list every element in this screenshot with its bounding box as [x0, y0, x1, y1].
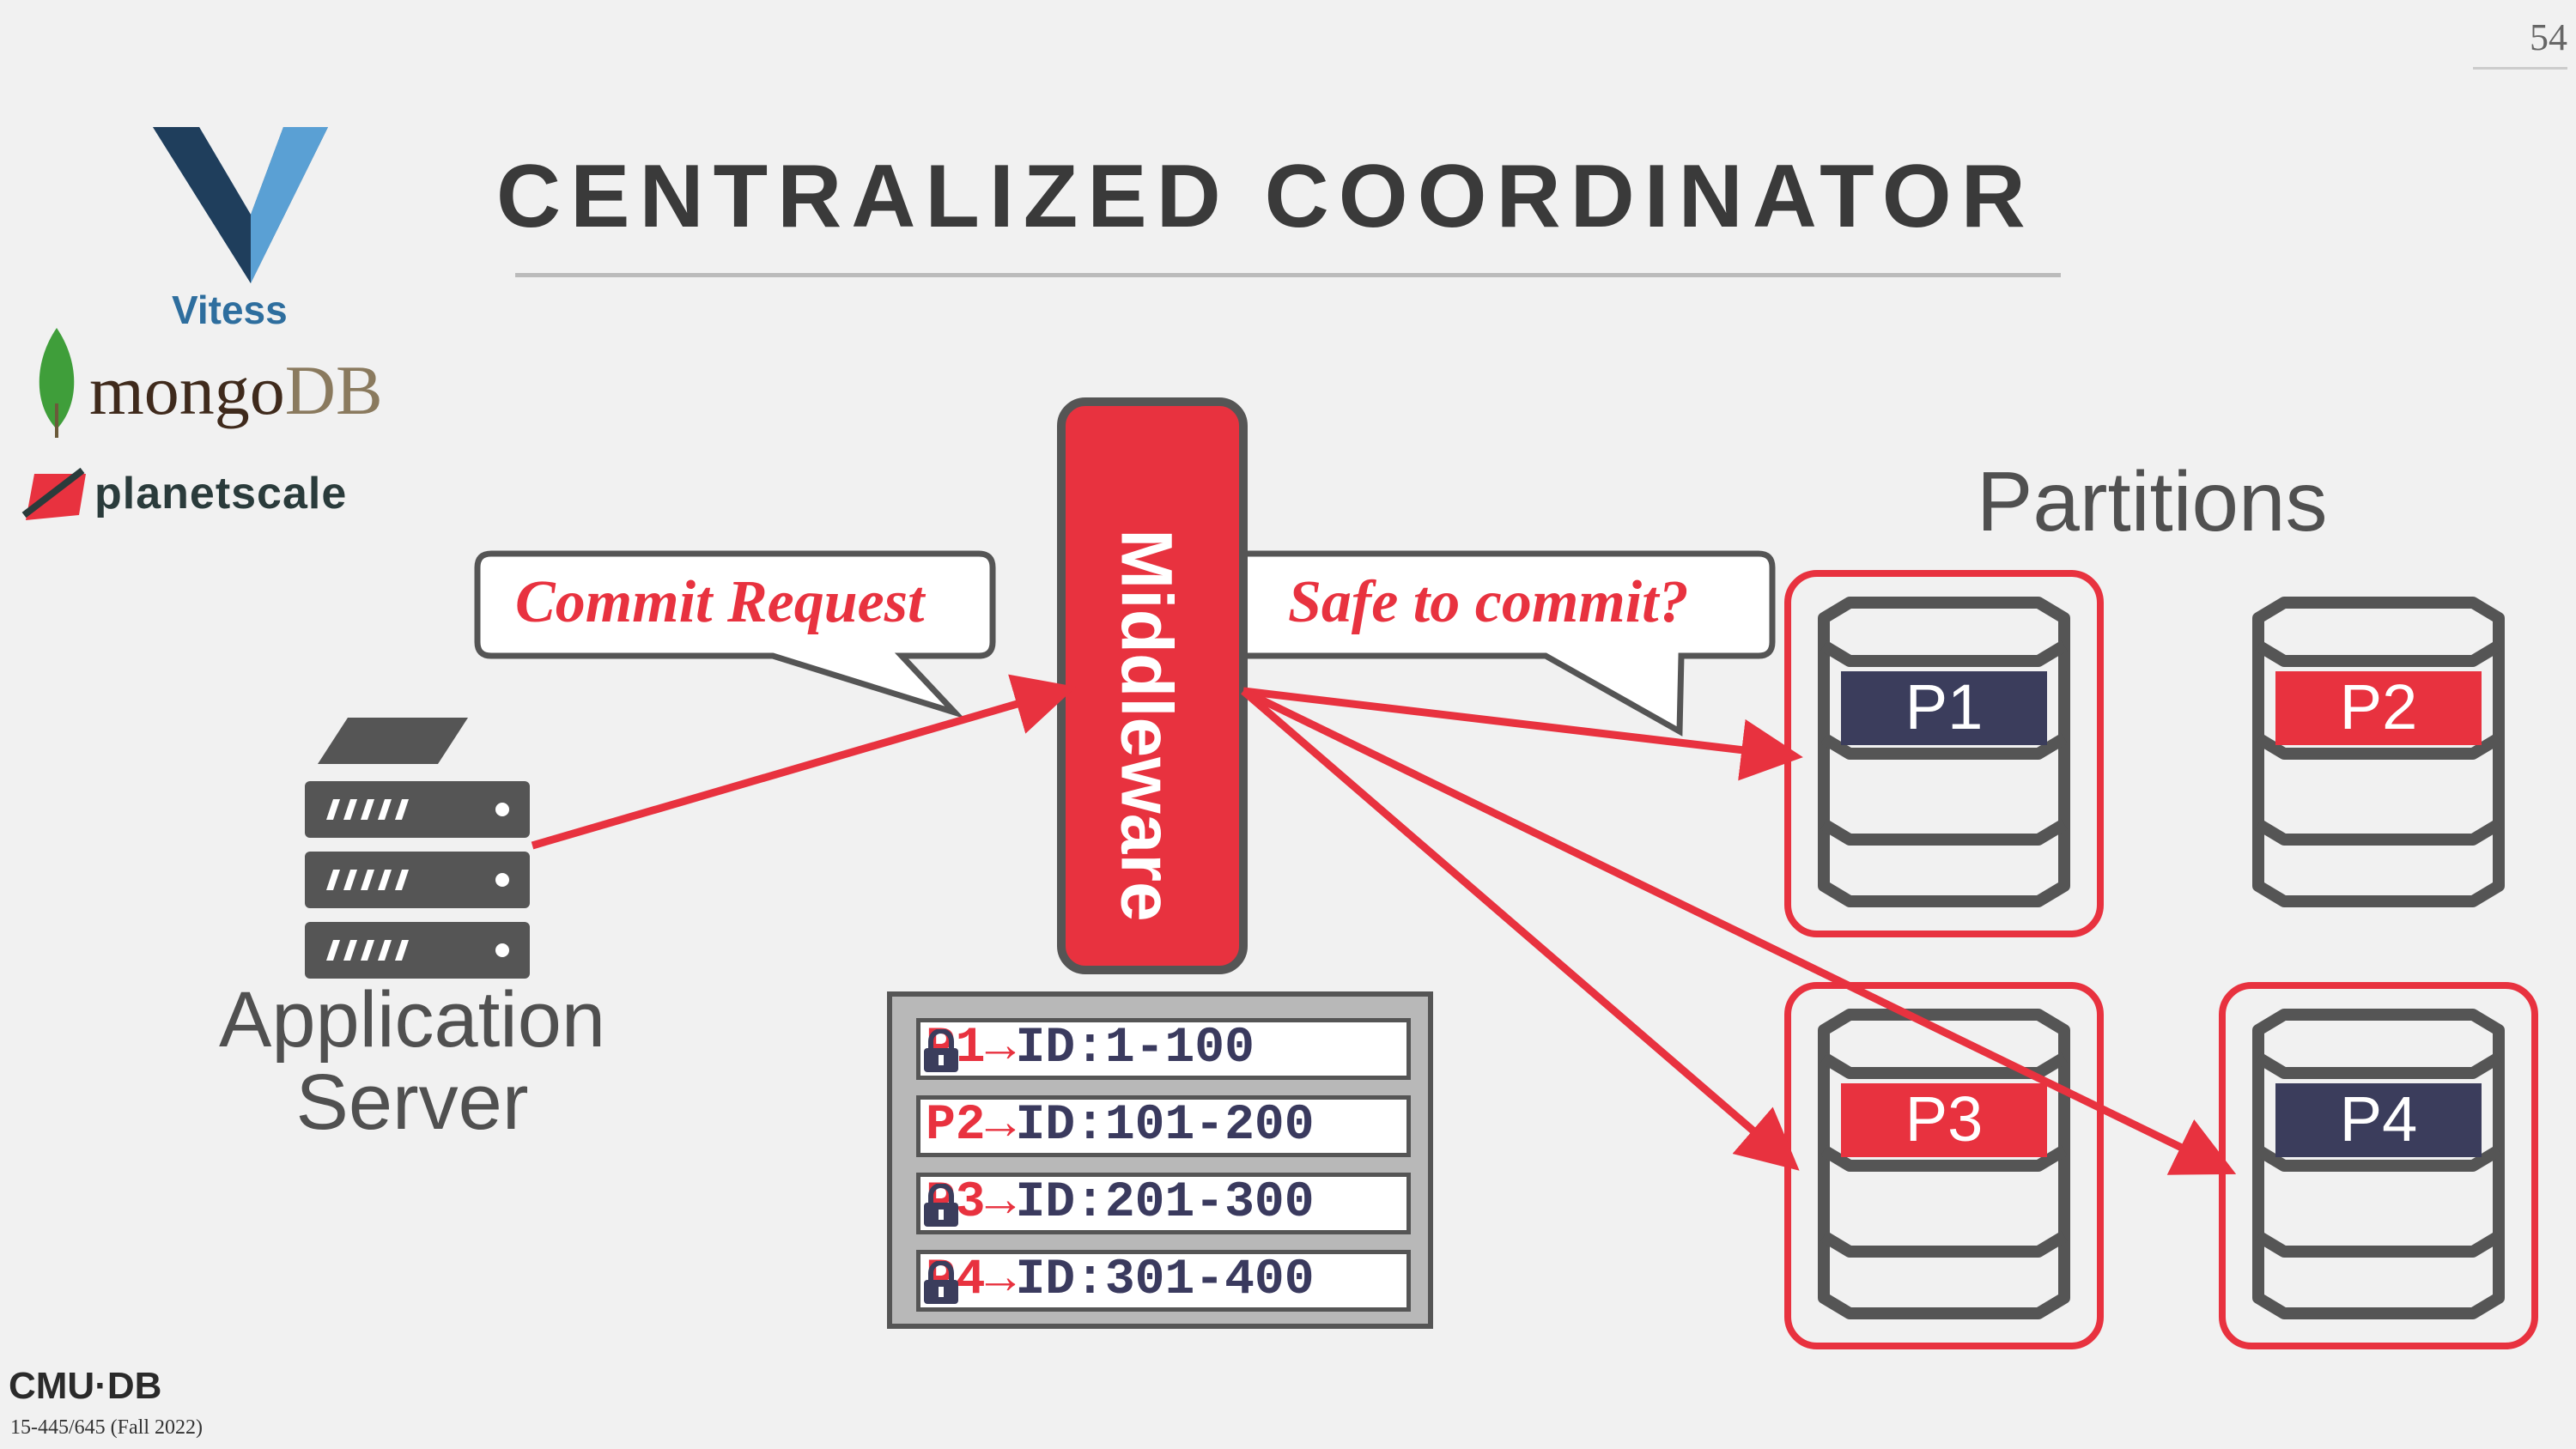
p4-label-bar [2275, 1083, 2482, 1157]
mongodb-logo-text: mongoDB [89, 350, 383, 431]
lookup-row-p3-arrow: → [985, 1175, 1016, 1231]
partitions-label: Partitions [1977, 454, 2328, 549]
lock-icon [924, 1261, 958, 1304]
arrow-middleware-to-p3 [1241, 688, 1800, 1171]
database-p4-icon [2252, 1009, 2505, 1319]
mongodb-leaf-icon [39, 328, 75, 438]
vitess-logo-text: Vitess [172, 288, 288, 332]
lookup-row-p4-arrow: → [985, 1252, 1016, 1308]
lookup-row-p4-range: ID:301-400 [1015, 1252, 1315, 1308]
p2-label-bar [2275, 671, 2482, 745]
database-p1-icon [1818, 597, 2070, 907]
database-p2-icon [2252, 597, 2505, 907]
lookup-row-p2-arrow: → [985, 1098, 1016, 1154]
application-server-label: Application Server [155, 979, 670, 1143]
middleware-label: Middleware [1106, 529, 1188, 922]
planetscale-logo-text: planetscale [94, 469, 348, 518]
p3-label-bar [1841, 1083, 2047, 1157]
lookup-row-p1: P1→ID:1-100 [916, 1018, 1411, 1080]
planetscale-logo-icon [21, 467, 86, 520]
lookup-row-p2-range: ID:101-200 [1015, 1098, 1315, 1154]
slide-title: CENTRALIZED COORDINATOR [496, 147, 2035, 246]
p1-label: P1 [1905, 671, 1984, 743]
p4-label: P4 [2339, 1083, 2418, 1155]
partition-lookup-table: P1→ID:1-100 P2→ID:101-200 P3→ID:201-300 … [887, 991, 1433, 1329]
lookup-row-p1-range: ID:1-100 [1015, 1021, 1255, 1076]
slide-number-rule [2473, 67, 2567, 70]
title-rule [515, 273, 2061, 277]
arrow-server-to-middleware [531, 674, 1077, 850]
lookup-row-p4: P4→ID:301-400 [916, 1250, 1411, 1312]
arrow-middleware-to-p4 [1242, 687, 2237, 1175]
lock-icon [924, 1184, 958, 1227]
lookup-row-p2-partition: P2 [926, 1098, 986, 1154]
safe-to-commit-text: Safe to commit? [1288, 569, 1689, 635]
p1-label-bar [1841, 671, 2047, 745]
application-server-line1: Application [218, 976, 606, 1064]
vitess-logo-icon [153, 127, 328, 283]
arrow-middleware-to-p1 [1242, 687, 1803, 781]
database-p3-icon [1818, 1009, 2070, 1319]
mongodb-main-text: mongo [89, 351, 285, 429]
course-label: 15-445/645 (Fall 2022) [10, 1416, 203, 1439]
lookup-row-p1-arrow: → [985, 1021, 1016, 1076]
commit-request-bubble [474, 550, 996, 719]
lookup-row-p3: P3→ID:201-300 [916, 1173, 1411, 1234]
p3-label: P3 [1905, 1083, 1984, 1155]
lookup-row-p2: P2→ID:101-200 [916, 1095, 1411, 1157]
lookup-row-p3-range: ID:201-300 [1015, 1175, 1315, 1231]
p2-label: P2 [2339, 671, 2418, 743]
cmu-db-logo: CMU·DB [9, 1365, 162, 1407]
server-icon [305, 718, 530, 979]
slide-number: 54 [2530, 16, 2567, 58]
commit-request-text: Commit Request [515, 569, 925, 635]
lock-icon [924, 1029, 958, 1072]
application-server-line2: Server [295, 1058, 529, 1146]
mongodb-db-text: DB [284, 351, 383, 429]
